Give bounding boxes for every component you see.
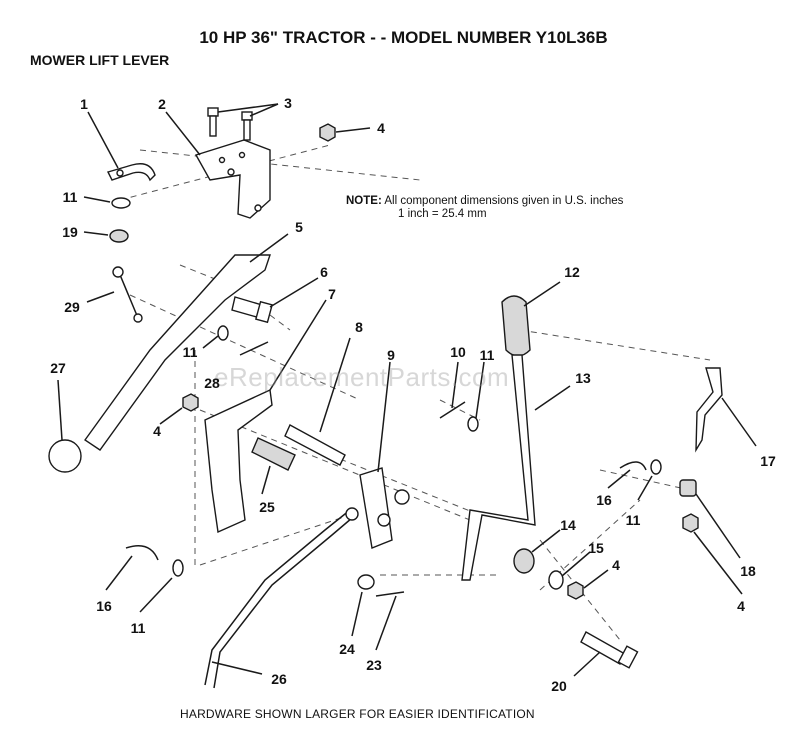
- callout-11: 11: [130, 620, 146, 636]
- callout-14: 14: [560, 517, 576, 533]
- note-line-1: All component dimensions given in U.S. i…: [384, 195, 624, 207]
- bolt: [284, 424, 346, 466]
- watermark: eReplacementParts.com: [214, 362, 510, 392]
- bolts: [207, 107, 253, 141]
- callout-12: 12: [564, 264, 580, 280]
- callout-10: 10: [450, 344, 466, 360]
- callout-3: 3: [284, 95, 292, 111]
- adjustment-rod: [695, 367, 723, 453]
- cotter-pin: [375, 591, 405, 597]
- callout-20: 20: [551, 678, 567, 694]
- callout-23: 23: [366, 657, 382, 673]
- knob: [48, 439, 82, 473]
- callout-5: 5: [295, 219, 303, 235]
- spacer-tube: [251, 437, 296, 471]
- callout-11: 11: [479, 347, 495, 363]
- callout-15: 15: [588, 540, 604, 556]
- note-line-2: 1 inch = 25.4 mm: [398, 208, 487, 220]
- washer: [357, 574, 375, 590]
- cotter-pin: [439, 401, 466, 419]
- hairpin-clip: [619, 461, 647, 471]
- callout-8: 8: [355, 319, 363, 335]
- callout-11: 11: [625, 512, 641, 528]
- bolt: [580, 631, 626, 665]
- trunnion: [679, 479, 697, 497]
- callout-13: 13: [575, 370, 591, 386]
- lever-plate: [204, 388, 273, 534]
- callout-4: 4: [612, 557, 620, 573]
- callout-leaders: [57, 103, 757, 677]
- page-title: 10 HP 36" TRACTOR - - MODEL NUMBER Y10L3…: [199, 28, 608, 47]
- callout-7: 7: [328, 286, 336, 302]
- callout-4: 4: [377, 120, 385, 136]
- note-label: NOTE:: [346, 195, 382, 207]
- clip: [106, 163, 156, 182]
- callout-16: 16: [596, 492, 612, 508]
- callout-11: 11: [182, 344, 198, 360]
- callout-26: 26: [271, 671, 287, 687]
- washer: [650, 459, 662, 475]
- callout-4: 4: [737, 598, 745, 614]
- washer: [217, 325, 229, 341]
- callout-24: 24: [339, 641, 355, 657]
- lift-arm: [84, 254, 271, 451]
- handle-grip: [501, 295, 531, 357]
- cotter-pin: [239, 341, 269, 356]
- bracket: [194, 139, 271, 219]
- nut: [109, 229, 129, 243]
- washer: [548, 570, 564, 590]
- callout-6: 6: [320, 264, 328, 280]
- washer: [111, 197, 131, 209]
- callout-1: 1: [80, 96, 88, 112]
- lift-link-rod-edge: [213, 517, 353, 689]
- callout-27: 27: [50, 360, 66, 376]
- lift-lever: [461, 354, 536, 581]
- nut: [567, 581, 584, 600]
- hairpin-clip: [125, 545, 159, 561]
- callout-18: 18: [740, 563, 756, 579]
- washer: [172, 559, 184, 577]
- nut: [182, 393, 199, 412]
- section-title: MOWER LIFT LEVER: [30, 52, 170, 68]
- nut: [682, 513, 699, 533]
- pivot-bracket: [359, 467, 393, 549]
- callout-4: 4: [153, 423, 161, 439]
- bushing: [513, 548, 535, 574]
- callout-19: 19: [62, 224, 78, 240]
- callout-2: 2: [158, 96, 166, 112]
- footer-caption: HARDWARE SHOWN LARGER FOR EASIER IDENTIF…: [180, 707, 535, 721]
- callout-11: 11: [62, 189, 78, 205]
- callout-28: 28: [204, 375, 220, 391]
- lift-link-rod: [204, 509, 351, 686]
- note: NOTE: All component dimensions given in …: [346, 195, 623, 221]
- callout-17: 17: [760, 453, 776, 469]
- callout-29: 29: [64, 299, 80, 315]
- link-rod: [117, 269, 139, 319]
- callout-16: 16: [96, 598, 112, 614]
- nut: [319, 123, 336, 142]
- callout-9: 9: [387, 347, 395, 363]
- callout-25: 25: [259, 499, 275, 515]
- washer: [467, 416, 479, 432]
